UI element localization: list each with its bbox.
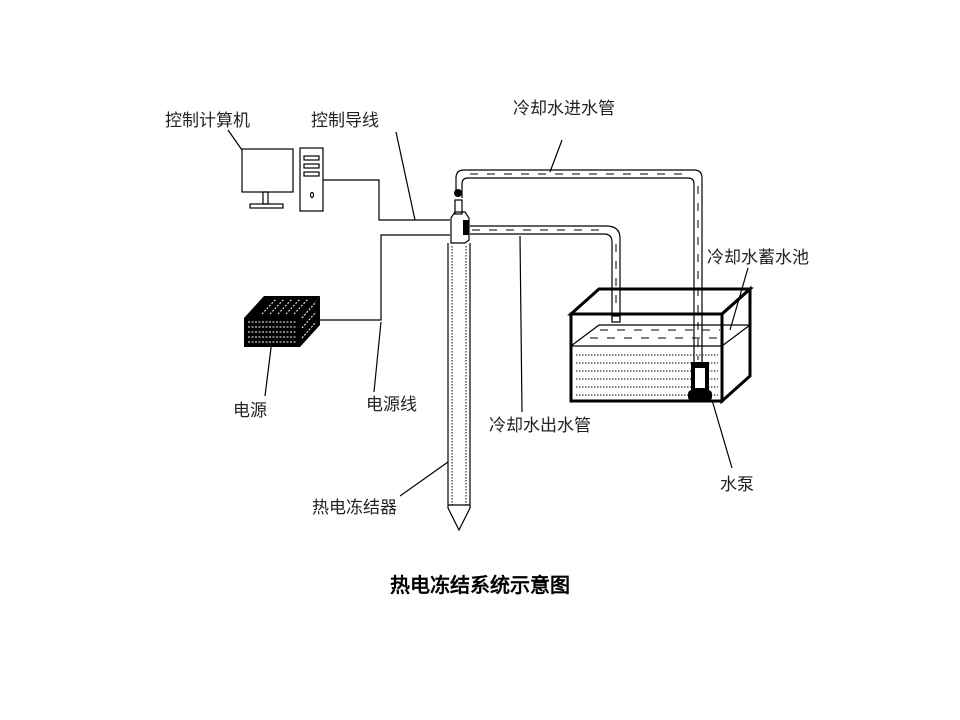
freezer-icon	[447, 189, 471, 532]
label-freezer: 热电冻结器	[312, 498, 397, 518]
leader-lines	[227, 129, 749, 497]
diagram-title: 热电冻结系统示意图	[390, 573, 570, 597]
label-pump: 水泵	[720, 475, 754, 495]
reservoir-tank	[567, 285, 754, 405]
label-control-wire: 控制导线	[311, 111, 379, 131]
label-inlet-pipe: 冷却水进水管	[513, 99, 615, 119]
computer-icon	[241, 147, 324, 212]
label-power-wire: 电源线	[366, 395, 417, 415]
label-computer: 控制计算机	[165, 111, 250, 131]
label-reservoir: 冷却水蓄水池	[707, 248, 809, 268]
power-wire	[320, 234, 450, 321]
inlet-pipe	[455, 169, 703, 362]
control-wire	[323, 179, 450, 221]
pump-icon	[688, 362, 712, 401]
power-supply-icon	[244, 296, 320, 347]
outlet-pipe	[470, 225, 621, 323]
label-outlet-pipe: 冷却水出水管	[489, 416, 591, 436]
label-power: 电源	[233, 401, 267, 421]
